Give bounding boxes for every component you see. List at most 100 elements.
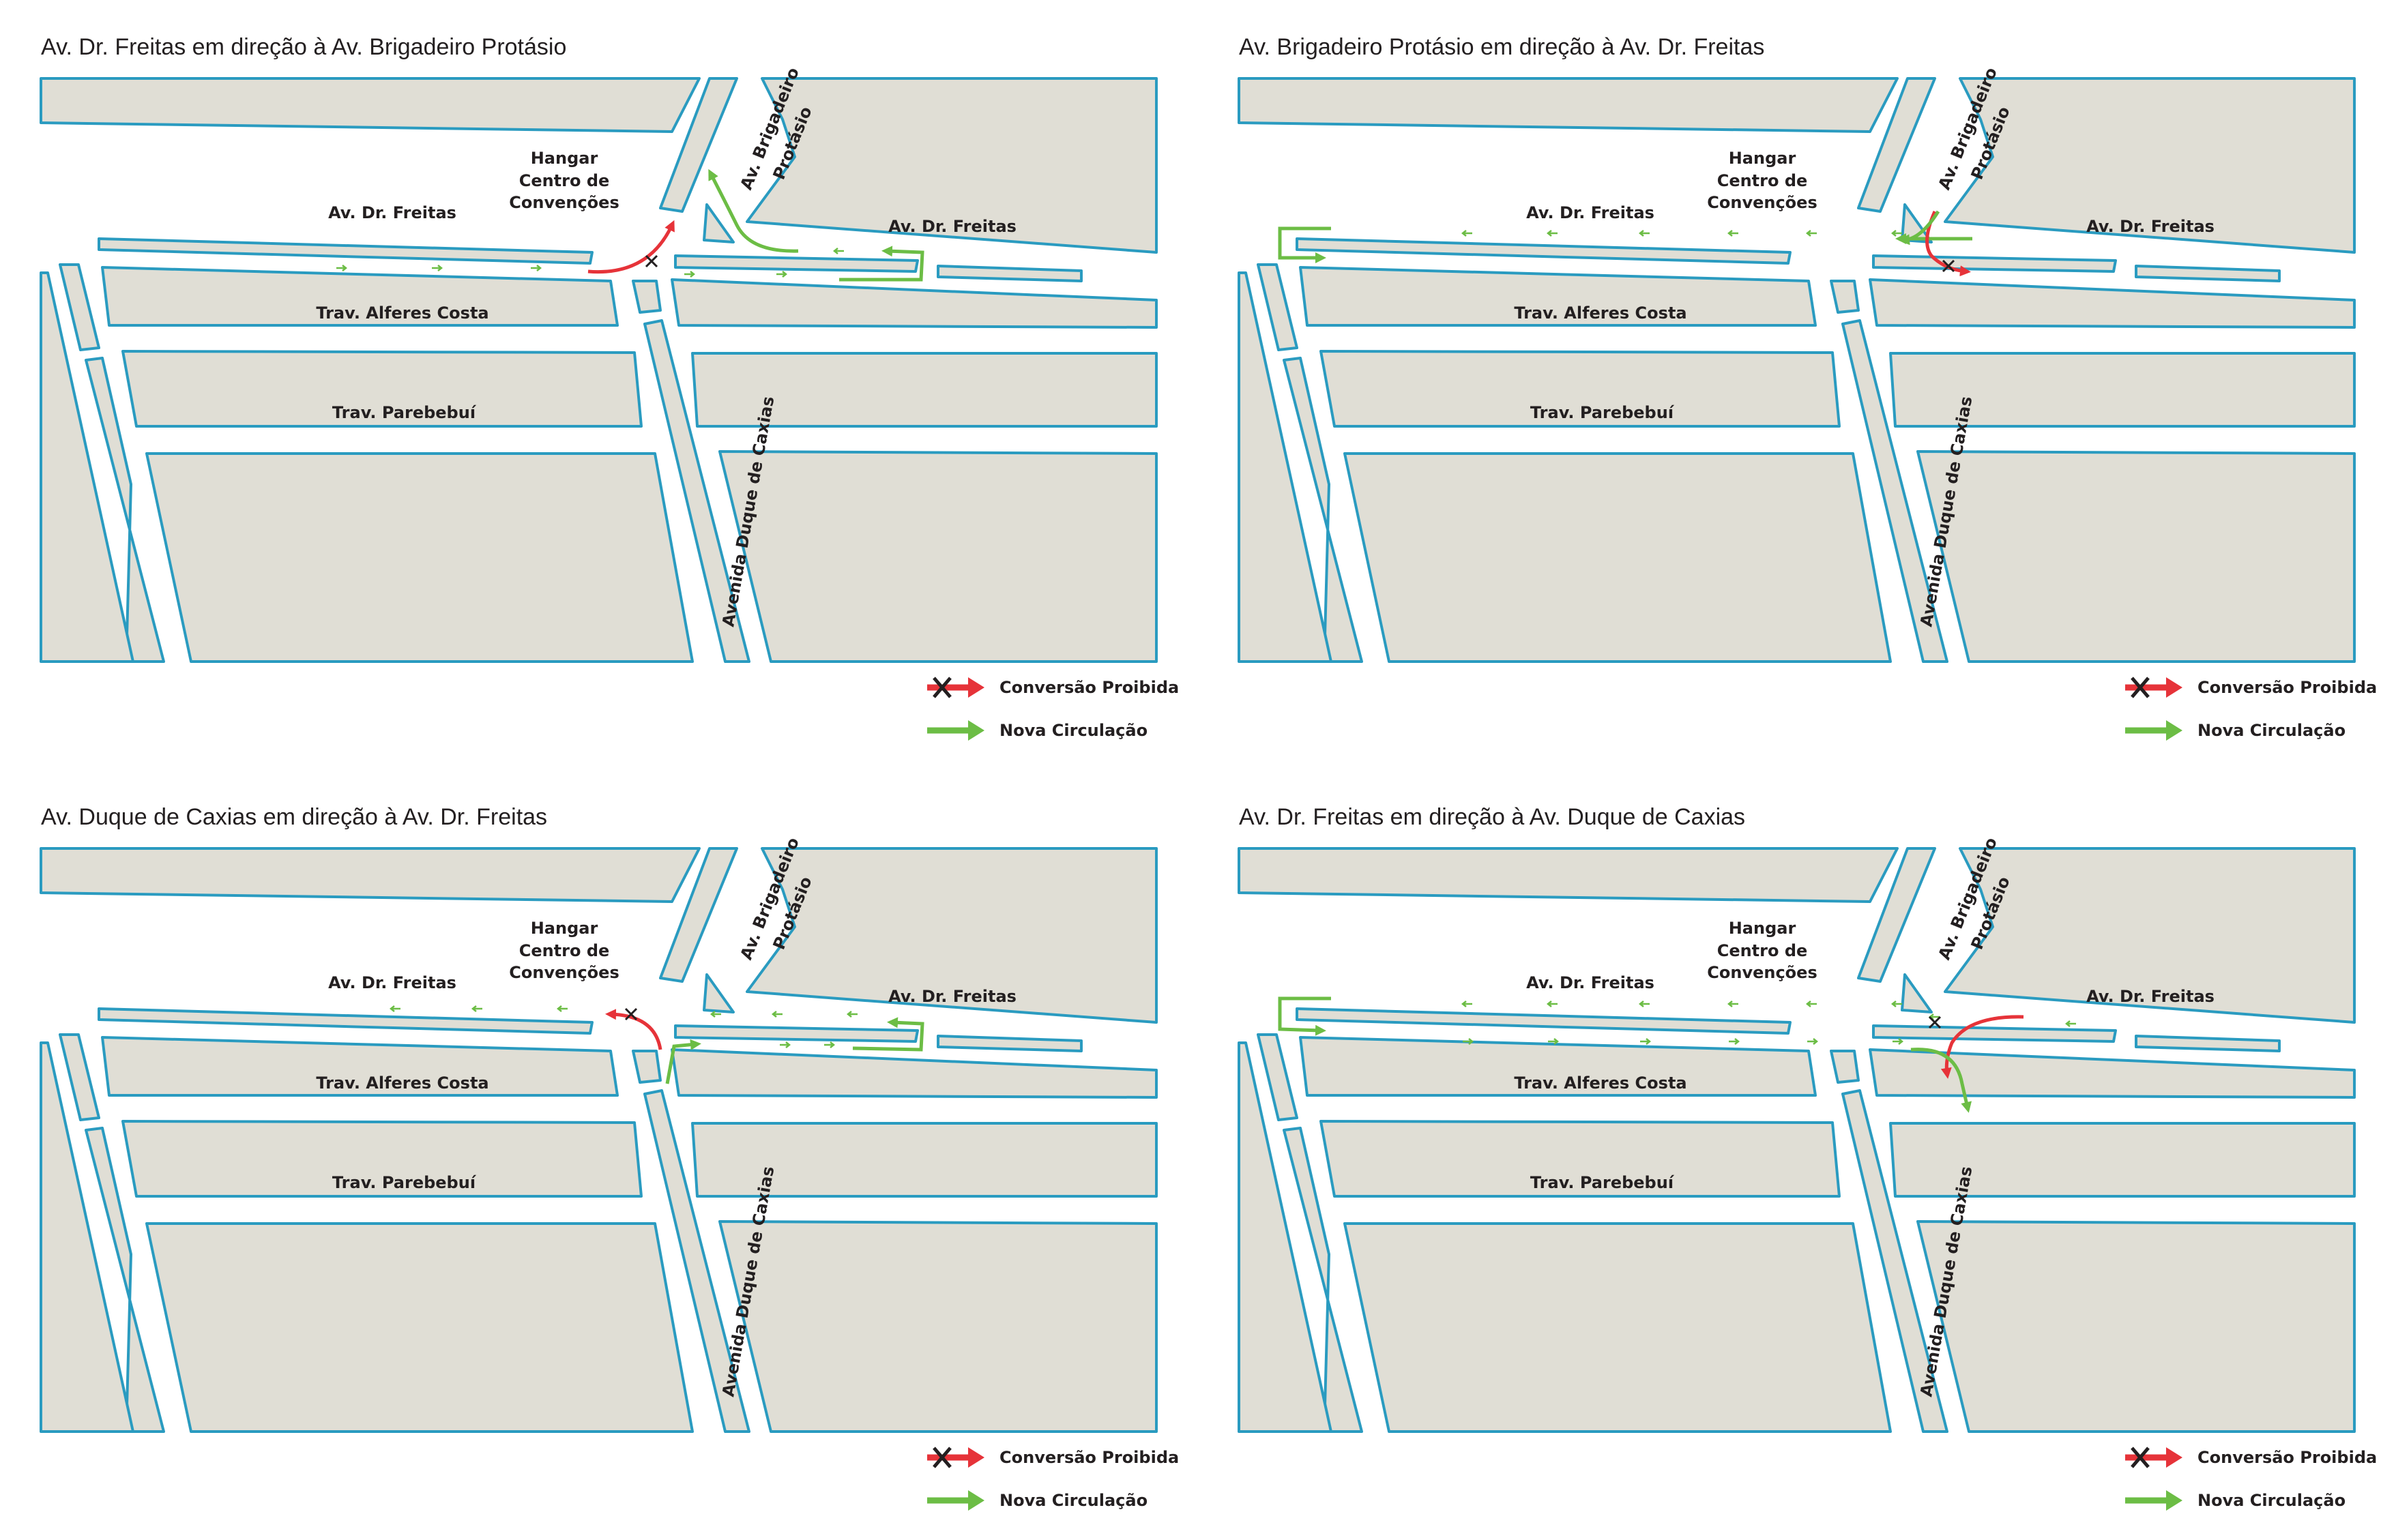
direction-arrow-icon — [771, 1011, 783, 1018]
direction-arrow-icon — [1640, 1038, 1652, 1045]
direction-arrow-icon — [1546, 1001, 1558, 1007]
legend-new-route-label: Nova Circulação — [2197, 1491, 2346, 1510]
direction-arrow-icon — [780, 1041, 791, 1048]
street-map: Hangar Centro de Convenções Av. Dr. Frei… — [40, 65, 1158, 663]
label-av-dr-freitas-east: Av. Dr. Freitas — [2086, 987, 2215, 1006]
direction-arrow-icon — [832, 248, 844, 254]
block-parebebui-west — [1319, 1120, 1841, 1198]
prohibited-turn-arrow — [1940, 1015, 2024, 1079]
panel-title: Av. Duque de Caxias em direção à Av. Dr.… — [41, 804, 548, 830]
legend-prohibited-label: Conversão Proibida — [999, 678, 1180, 697]
median-freitas-far-east — [2135, 265, 2281, 282]
block-parebebui-east — [1889, 352, 2356, 428]
label-trav-alferes-costa: Trav. Alferes Costa — [316, 303, 488, 323]
block-caxias-strip-top — [632, 1050, 662, 1084]
label-av-dr-freitas-east: Av. Dr. Freitas — [888, 217, 1017, 236]
label-trav-alferes-costa: Trav. Alferes Costa — [1514, 303, 1686, 323]
direction-arrow-icon — [684, 271, 696, 278]
block-parebebui-east — [691, 352, 1158, 428]
new-route-arrow — [1910, 1048, 1972, 1113]
block-south-far-west — [1238, 1041, 1332, 1433]
map-panel-freitas-to-caxias: Av. Dr. Freitas em direção à Av. Duque d… — [1198, 770, 2396, 1540]
median-freitas-east — [674, 1024, 919, 1043]
label-hangar-3: Convenções — [1707, 963, 1817, 982]
legend-prohibited-label: Conversão Proibida — [2197, 1448, 2378, 1467]
legend-prohibited: Conversão Proibida — [2122, 674, 2377, 701]
label-hangar-2: Centro de — [519, 171, 610, 190]
direction-arrow-icon — [1729, 1038, 1740, 1045]
direction-arrow-icon — [1463, 1038, 1474, 1045]
direction-arrow-icon — [1893, 1038, 1904, 1045]
block-south-west — [145, 452, 694, 663]
median-freitas-west — [1296, 1007, 1792, 1035]
label-trav-parebebui: Trav. Parebebuí — [1530, 1173, 1675, 1192]
median-freitas-far-east — [937, 1035, 1083, 1052]
block-north-east — [746, 77, 1158, 254]
direction-arrow-icon — [1638, 1001, 1650, 1007]
direction-arrow-icon — [389, 1005, 400, 1012]
direction-arrow-icon — [432, 265, 443, 271]
block-caxias-strip-top — [1830, 1050, 1860, 1084]
median-freitas-far-east — [2135, 1035, 2281, 1052]
new-route-arrow — [665, 1039, 701, 1084]
block-north-west — [40, 77, 701, 133]
label-hangar-1: Hangar — [1729, 919, 1796, 938]
block-brigadeiro-triangle — [1901, 973, 1933, 1013]
label-hangar-3: Convenções — [1707, 193, 1817, 212]
block-strip-1 — [1257, 1033, 1298, 1121]
block-parebebui-east — [1889, 1122, 2356, 1198]
block-parebebui-west — [121, 350, 643, 428]
block-caxias-median — [643, 319, 750, 663]
label-hangar-1: Hangar — [531, 919, 598, 938]
median-freitas-far-east — [937, 265, 1083, 282]
block-north-east — [1944, 847, 2356, 1024]
block-south-east — [718, 1220, 1158, 1433]
block-north-west — [1238, 847, 1899, 903]
direction-arrow-icon — [1638, 230, 1650, 237]
prohibited-x-icon — [645, 254, 658, 268]
block-north-west — [1238, 77, 1899, 133]
direction-arrow-icon — [824, 1041, 836, 1048]
block-alferes-east — [671, 278, 1158, 329]
prohibited-turn-arrow — [587, 220, 675, 274]
legend-new-route-label: Nova Circulação — [2197, 721, 2346, 740]
prohibited-arrow-icon — [2125, 1447, 2182, 1468]
legend-prohibited: Conversão Proibida — [2122, 1444, 2377, 1471]
median-freitas-west — [98, 1007, 594, 1035]
direction-arrow-icon — [1807, 1038, 1819, 1045]
direction-arrow-icon — [2064, 1020, 2076, 1027]
median-brigadeiro — [1857, 847, 1936, 983]
block-alferes-west — [101, 1036, 619, 1097]
median-brigadeiro — [659, 847, 738, 983]
label-hangar-1: Hangar — [531, 149, 598, 168]
prohibited-x-icon — [1928, 1016, 1942, 1029]
prohibited-arrow-icon — [927, 1447, 984, 1468]
prohibited-turn-arrow — [605, 1009, 662, 1050]
block-south-west — [1343, 452, 1892, 663]
block-south-far-west — [1238, 271, 1332, 663]
new-route-arrow — [1899, 210, 1940, 246]
median-freitas-east — [674, 254, 919, 273]
label-av-dr-freitas-east: Av. Dr. Freitas — [888, 987, 1017, 1006]
block-brigadeiro-triangle — [703, 973, 735, 1013]
direction-arrow-icon — [531, 265, 542, 271]
direction-arrow-icon — [1890, 230, 1902, 237]
block-south-west — [1343, 1222, 1892, 1433]
new-route-arrow-icon — [927, 720, 984, 741]
direction-arrow-icon — [1461, 1001, 1472, 1007]
block-alferes-east — [1869, 1048, 2356, 1099]
block-south-west — [145, 1222, 694, 1433]
block-parebebui-west — [1319, 350, 1841, 428]
block-north-east — [1944, 77, 2356, 254]
new-route-arrow-icon — [927, 1490, 984, 1511]
street-map: Hangar Centro de Convenções Av. Dr. Frei… — [1238, 65, 2356, 663]
block-brigadeiro-triangle — [1901, 203, 1933, 243]
block-caxias-strip-top — [1830, 280, 1860, 314]
direction-arrow-icon — [1805, 230, 1817, 237]
median-freitas-west — [1296, 237, 1792, 265]
new-route-arrow — [1278, 226, 1331, 264]
label-hangar-2: Centro de — [1717, 171, 1808, 190]
block-alferes-west — [101, 266, 619, 327]
legend-prohibited: Conversão Proibida — [924, 674, 1179, 701]
direction-arrow-icon — [1546, 230, 1558, 237]
